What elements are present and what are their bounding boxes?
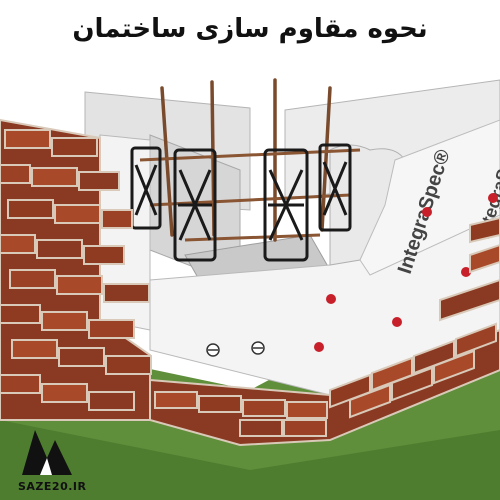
screw-heads [206, 341, 265, 357]
logo-text: SAZE20.IR [18, 480, 87, 493]
site-logo [22, 430, 72, 475]
brick-wall-right [439, 216, 500, 322]
rebar-horizontal [139, 148, 361, 242]
grass-shade [0, 420, 500, 500]
brick-wall-front [149, 322, 500, 447]
page-title: نحوه مقاوم سازی ساختمان [72, 14, 428, 44]
plastic-ties [130, 143, 352, 262]
brick-wall-left [0, 118, 152, 421]
foam-panel-right-face [359, 119, 500, 276]
red-fasteners [314, 193, 498, 352]
